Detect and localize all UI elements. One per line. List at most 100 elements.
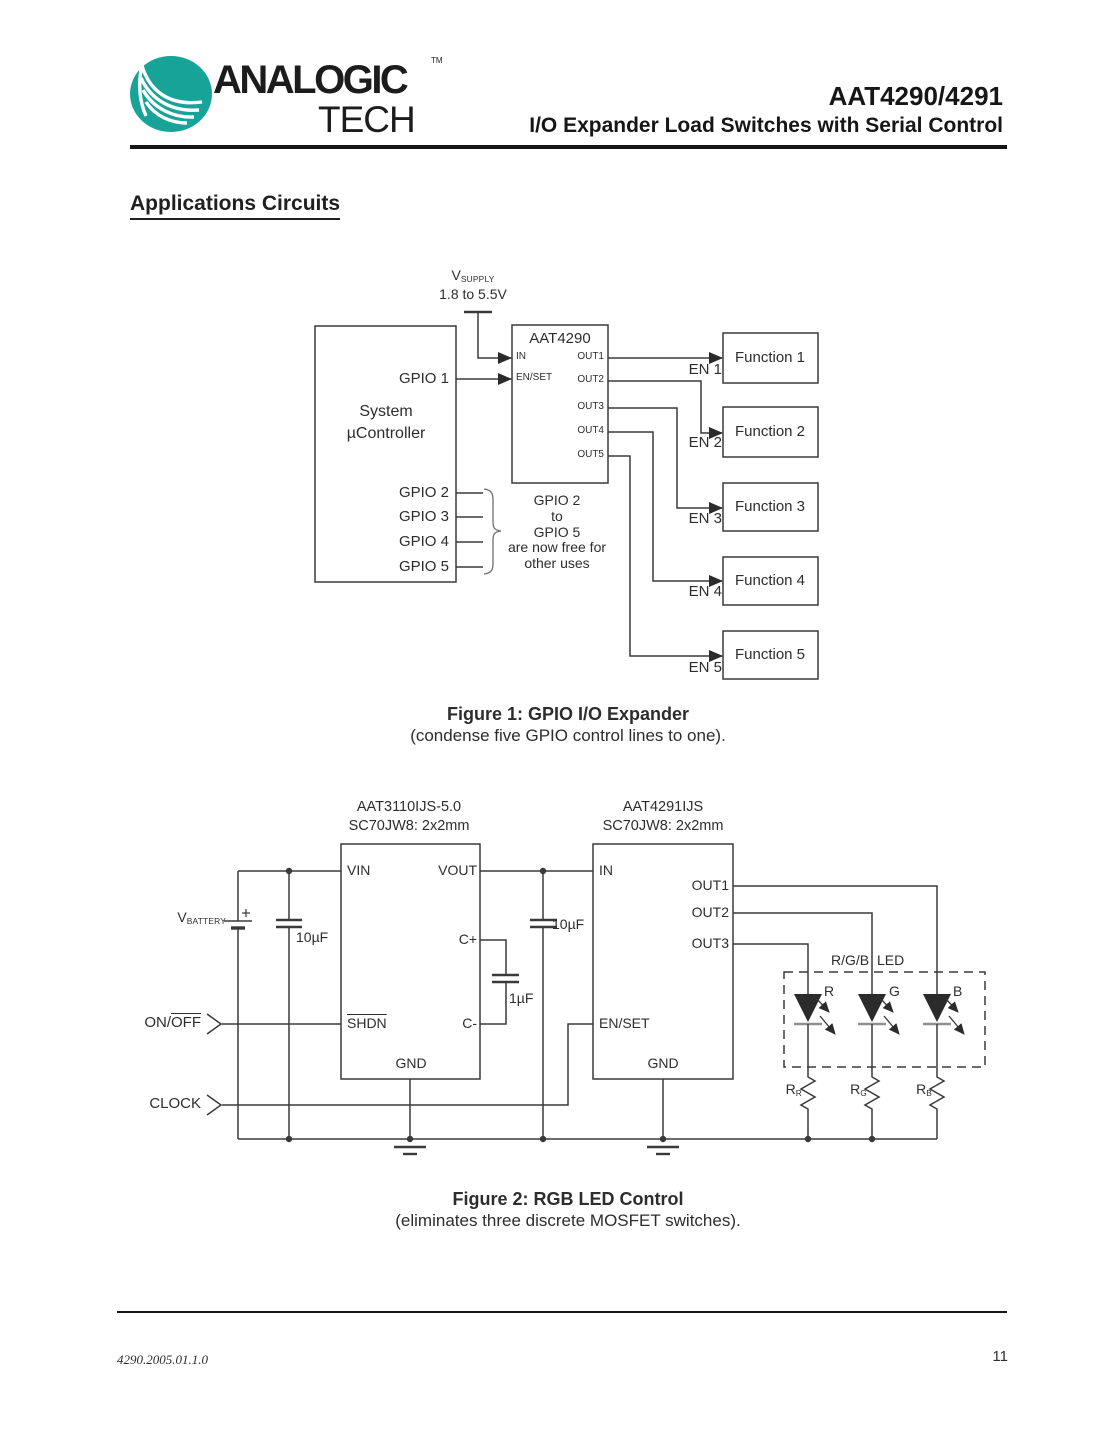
aat4290-title: AAT4290 [529, 330, 591, 347]
gpio3-label: GPIO 3 [398, 508, 449, 525]
resistor-rb-label: RB [916, 1082, 932, 1098]
pin-in2-label: IN [599, 862, 613, 878]
cap-pump-value: 1µF [509, 990, 534, 1006]
en4-label: EN 4 [688, 583, 722, 600]
aat4290-box [511, 324, 609, 484]
figure2-schematic [206, 843, 986, 1156]
function3-box [722, 482, 819, 532]
note-line: GPIO 5 [533, 523, 581, 540]
onoff-signal-label: ON/OFF [144, 1015, 201, 1030]
switch-package: SC70JW8: 2x2mm [602, 818, 724, 834]
wire-out5-function5 [608, 455, 723, 662]
wire-clock-enset [222, 1023, 593, 1106]
pin-cminus-label: C- [462, 1015, 477, 1031]
figure1-schematic [314, 310, 819, 680]
rb-main: R [916, 1081, 927, 1097]
document-subtitle: I/O Expander Load Switches with Serial C… [529, 114, 1003, 137]
pin-enset2-label: EN/SET [599, 1015, 650, 1031]
led-g-label: G [889, 983, 900, 999]
gpio5-label: GPIO 5 [398, 558, 449, 575]
pin-out3-label: OUT3 [577, 401, 604, 412]
header-rule [130, 145, 1007, 149]
cap-output-value: 10µF [552, 916, 585, 932]
resistor-rg-symbol [863, 1024, 881, 1139]
brand-name-top: ANALOGIC [213, 58, 409, 102]
pin-out5-label: OUT5 [577, 449, 604, 460]
function2-label: Function 2 [734, 423, 806, 440]
pin-enset-label: EN/SET [516, 372, 553, 383]
pin-out1b-label: OUT1 [691, 877, 729, 893]
logo-pages-icon [137, 63, 203, 125]
rb-sub: B [926, 1088, 932, 1099]
regulator-package: SC70JW8: 2x2mm [348, 818, 470, 834]
rr-sub: R [795, 1088, 802, 1099]
wire-gpio-stubs [456, 492, 483, 568]
en5-label: EN 5 [688, 659, 722, 676]
vsupply-main: V [451, 267, 461, 283]
ground-icon [647, 1145, 679, 1156]
clock-chevron-icon [206, 1094, 223, 1116]
pin-in-label: IN [516, 351, 526, 362]
function2-box [722, 406, 819, 458]
pin-vout-label: VOUT [438, 862, 477, 878]
capacitor-output-icon [530, 918, 557, 929]
capacitor-pump-icon [492, 973, 519, 984]
wire-charge-pump [480, 939, 507, 1025]
note-line: other uses [524, 555, 590, 572]
trademark-symbol: TM [431, 56, 443, 65]
wire-out2-function2 [608, 380, 723, 439]
ground-icon [394, 1145, 426, 1156]
onoff-plain: ON/ [144, 1014, 171, 1031]
resistor-rg-label: RG [850, 1082, 867, 1098]
pin-out4-label: OUT4 [577, 425, 604, 436]
wire-out3-function3 [608, 407, 723, 514]
junction-dots [285, 867, 876, 1143]
battery-symbol-icon [224, 909, 252, 930]
free-gpio-note: GPIO 2 to GPIO 5 are now free for other … [508, 492, 606, 572]
rr-main: R [785, 1081, 796, 1097]
part-number-title: AAT4290/4291 [828, 81, 1003, 111]
pin-out1-label: OUT1 [577, 351, 604, 362]
regulator-gnd-label: GND [395, 1055, 427, 1071]
vbattery-main: V [177, 909, 187, 925]
en3-label: EN 3 [688, 510, 722, 527]
brand-name-bottom: TECH [318, 99, 416, 140]
gpio1-label: GPIO 1 [398, 370, 449, 387]
resistor-rb-symbol [928, 1024, 946, 1139]
function4-label: Function 4 [734, 572, 806, 589]
pin-cplus-label: C+ [458, 931, 477, 947]
resistor-rr-symbol [799, 1024, 817, 1139]
figure2-caption-title: Figure 2: RGB LED Control [452, 1189, 684, 1209]
en2-label: EN 2 [688, 434, 722, 451]
blue-led-symbol [923, 994, 965, 1035]
document-id: 4290.2005.01.1.0 [117, 1352, 208, 1367]
wire-out2-green-led [733, 912, 873, 994]
gpio4-label: GPIO 4 [398, 533, 449, 550]
red-led-symbol [794, 994, 836, 1035]
brace-icon [483, 488, 502, 575]
wire-out4-function4 [608, 431, 723, 587]
logo-circle-icon [130, 56, 212, 132]
system-controller-box [314, 325, 457, 583]
figure1-caption-subtitle: (condense five GPIO control lines to one… [410, 726, 726, 745]
capacitor-input-icon [276, 918, 302, 929]
note-line: to [551, 507, 563, 524]
wire-out1-blue-led [733, 885, 938, 994]
aat3110-box [340, 843, 481, 1080]
led-b-label: B [953, 983, 963, 999]
pin-shdn-label: SHDN [347, 1015, 387, 1031]
wire-out3-red-led [733, 943, 809, 994]
figure1-caption-title: Figure 1: GPIO I/O Expander [446, 704, 690, 724]
analogictech-logo [130, 56, 212, 132]
system-label-line1: System [359, 403, 413, 420]
resistor-rr-label: RR [786, 1082, 802, 1098]
function1-box [722, 332, 819, 384]
pin-out2b-label: OUT2 [691, 904, 729, 920]
pin-out2-label: OUT2 [577, 374, 604, 385]
clock-signal-label: CLOCK [149, 1095, 201, 1112]
rg-main: R [850, 1081, 861, 1097]
function3-label: Function 3 [734, 498, 806, 515]
gpio2-label: GPIO 2 [398, 484, 449, 501]
